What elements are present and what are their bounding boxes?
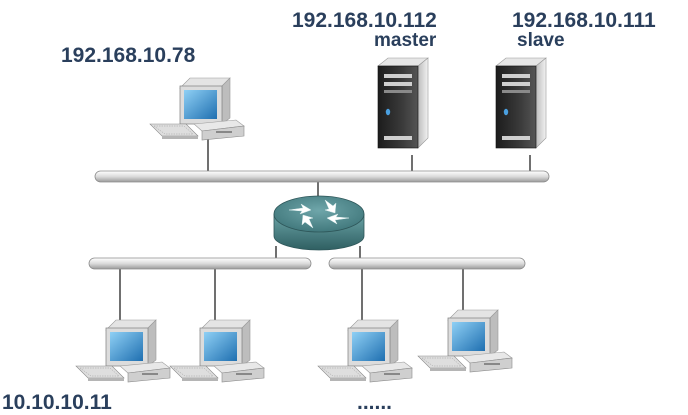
lan-pc-icon-2	[169, 319, 265, 383]
slave-server-icon	[495, 57, 547, 149]
admin-pc-icon	[149, 77, 245, 141]
more-hosts-ellipsis: ......	[357, 391, 393, 414]
backbone-bus	[94, 170, 550, 183]
master-ip-label: 192.168.10.112	[292, 9, 437, 32]
master-server-icon	[377, 57, 429, 149]
lan-pc-ip-label: 10.10.10.11	[2, 391, 112, 414]
router-icon	[273, 195, 365, 251]
slave-role-label: slave	[517, 30, 565, 51]
lan-pc-icon-3	[317, 319, 413, 383]
lan-pc-icon-4	[417, 309, 513, 373]
lan-pc-icon-1	[75, 319, 171, 383]
lan-bus-left	[88, 257, 312, 270]
connector-lines	[119, 135, 531, 330]
slave-ip-label: 192.168.10.111	[512, 9, 656, 32]
admin-pc-ip-label: 192.168.10.78	[61, 44, 196, 67]
master-role-label: master	[374, 30, 437, 51]
lan-bus-right	[328, 257, 526, 270]
